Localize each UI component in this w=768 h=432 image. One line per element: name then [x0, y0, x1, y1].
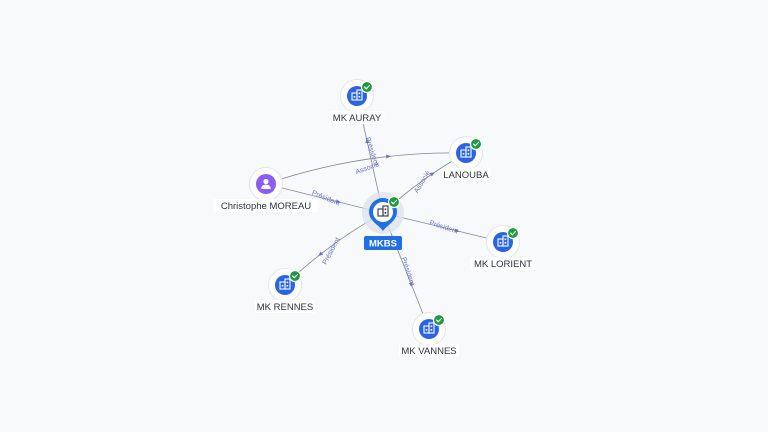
edge-arrow: [408, 281, 413, 288]
node-label-bg: [441, 168, 491, 181]
center-label: MKBS: [369, 239, 397, 250]
edge-arrow: [386, 154, 392, 159]
node-label-bg: [254, 300, 316, 313]
node-label-bg: [470, 257, 536, 270]
center-label-bg: [364, 236, 402, 250]
node-label-bg: [329, 111, 385, 124]
node-label: MK RENNES: [257, 302, 313, 313]
node-label: MK AURAY: [333, 113, 382, 124]
building-icon: [497, 235, 509, 247]
nodes-layer: MK AURAY LANOUBA Christophe MOREAU MK LORIE…: [213, 79, 536, 358]
edge-arrow: [429, 172, 435, 177]
edge-arrow: [365, 138, 370, 144]
node-label-bg: [398, 344, 460, 357]
edge-arrow: [318, 251, 324, 257]
node-mk-lorient[interactable]: MK LORIENT: [470, 225, 536, 271]
building-icon: [279, 278, 291, 290]
edge-label: Président: [428, 220, 458, 236]
building-icon: [351, 89, 363, 101]
node-mk-auray[interactable]: MK AURAY: [329, 79, 385, 125]
building-icon: [377, 205, 389, 217]
edge-arrow: [335, 199, 341, 204]
edge-label: Associé: [355, 161, 381, 176]
person-icon: [261, 178, 271, 189]
verified-check-icon: [432, 313, 446, 327]
node-mk-vannes[interactable]: MK VANNES: [398, 312, 460, 358]
verified-check-icon: [506, 226, 520, 240]
verified-check-icon: [469, 137, 483, 151]
node-lanouba[interactable]: LANOUBA: [441, 136, 491, 182]
verified-check-icon: [360, 80, 374, 94]
node-mk-rennes[interactable]: MK RENNES: [254, 268, 316, 314]
edge-label: Président: [400, 256, 416, 286]
edge-arrow: [454, 228, 460, 233]
node-label: LANOUBA: [443, 170, 489, 181]
verified-check-icon: [387, 195, 401, 209]
building-icon: [460, 146, 472, 158]
edge-christophe-moreau-lanouba: [265, 152, 467, 185]
node-label: MK VANNES: [401, 346, 456, 357]
node-label-bg: [213, 199, 319, 212]
verified-check-icon: [288, 269, 302, 283]
node-label: MK LORIENT: [474, 259, 532, 270]
center-node-mkbs[interactable]: MKBS: [362, 192, 404, 250]
edge-label: Associé: [413, 170, 432, 195]
building-icon: [423, 322, 435, 334]
node-christophe-moreau[interactable]: Christophe MOREAU: [213, 167, 319, 213]
node-label: Christophe MOREAU: [221, 201, 311, 212]
